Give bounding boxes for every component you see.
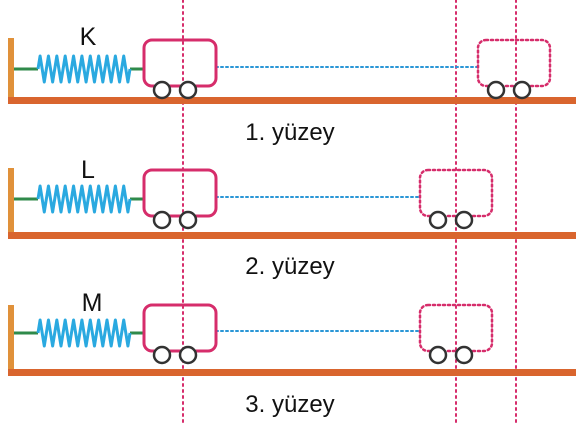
cart-final-position	[418, 303, 494, 365]
surface-label: 1. yüzey	[245, 119, 334, 146]
surface-label: 2. yüzey	[245, 253, 334, 280]
surface-floor	[8, 97, 576, 104]
coil-spring-icon	[14, 318, 144, 348]
surface-floor	[8, 232, 576, 239]
wall-icon	[8, 168, 14, 233]
coil-spring-icon	[14, 54, 144, 84]
wheeled-cart-icon	[142, 168, 218, 230]
spring-label: K	[80, 23, 97, 51]
cart-final-position	[418, 168, 494, 230]
wheeled-cart-icon	[142, 38, 218, 100]
spring-label: L	[81, 156, 95, 184]
row-3: M 3. yüzey	[8, 289, 576, 418]
row-1: K 1. yüzey	[8, 23, 576, 146]
wheeled-cart-icon	[142, 303, 218, 365]
surface-label: 3. yüzey	[245, 391, 334, 418]
wall-icon	[8, 38, 14, 98]
vertical-guides	[182, 0, 517, 423]
coil-spring-icon	[14, 184, 144, 214]
surface-floor	[8, 369, 576, 376]
wall-icon	[8, 305, 14, 370]
cart-final-position	[476, 38, 552, 100]
row-2: L 2. yüzey	[8, 156, 576, 280]
spring-label: M	[82, 289, 103, 317]
